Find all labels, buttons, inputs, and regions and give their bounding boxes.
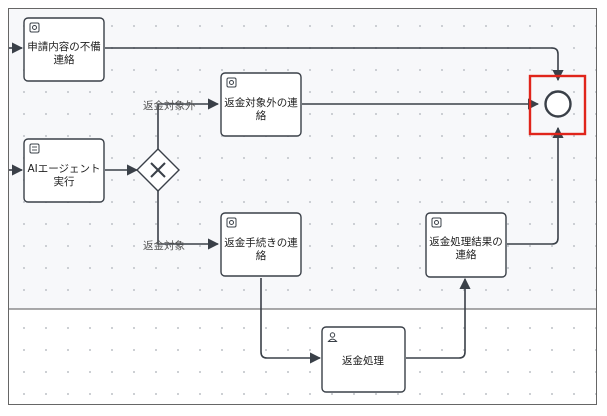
- flow-request-incomplete-to-end[interactable]: [105, 47, 564, 82]
- flow-refund-result-to-end[interactable]: [507, 126, 564, 245]
- flow-gateway-eligible[interactable]: [157, 191, 220, 250]
- task-refund-result-line2: 連絡: [456, 248, 477, 261]
- task-refund-processing-label: 返金処理: [342, 354, 384, 367]
- task-refund-result[interactable]: 返金処理結果の 連絡: [425, 212, 507, 278]
- gear-icon: [226, 77, 237, 88]
- gear-icon: [431, 217, 442, 228]
- flow-label-not-eligible: 返金対象外: [143, 99, 196, 112]
- task-refund-processing[interactable]: 返金処理: [321, 326, 406, 393]
- flow-refund-procedure-to-processing[interactable]: [260, 278, 322, 364]
- task-refund-result-line1: 返金処理結果の: [429, 235, 503, 248]
- task-not-eligible-line1: 返金対象外の連: [224, 96, 298, 109]
- task-ai-agent-line2: 実行: [54, 175, 75, 188]
- task-not-eligible-line2: 絡: [256, 109, 267, 122]
- user-icon: [327, 332, 338, 342]
- task-request-incomplete[interactable]: 申請内容の不備 連絡: [23, 17, 105, 82]
- flow-processing-to-refund-result[interactable]: [406, 277, 471, 359]
- script-icon: [29, 143, 40, 154]
- task-not-eligible[interactable]: 返金対象外の連 絡: [220, 72, 302, 137]
- task-ai-agent[interactable]: AIエージェント 実行: [23, 138, 105, 203]
- gear-icon: [226, 217, 237, 228]
- end-event[interactable]: [544, 90, 572, 118]
- task-ai-agent-line1: AIエージェント: [27, 163, 100, 175]
- task-refund-procedure[interactable]: 返金手続きの連 絡: [220, 212, 302, 277]
- diagram-frame: [8, 8, 597, 405]
- exclusive-gateway[interactable]: [136, 148, 180, 192]
- gear-icon: [29, 22, 40, 33]
- task-request-incomplete-line2: 連絡: [54, 53, 75, 66]
- flow-gateway-not-eligible[interactable]: [157, 98, 220, 149]
- close-icon: [150, 162, 166, 178]
- task-refund-procedure-line2: 絡: [256, 249, 267, 262]
- task-refund-procedure-line1: 返金手続きの連: [224, 236, 298, 249]
- task-request-incomplete-line1: 申請内容の不備: [27, 40, 101, 53]
- flow-label-eligible: 返金対象: [143, 239, 185, 252]
- highlight-box: [528, 74, 587, 136]
- lower-lane: [9, 309, 596, 404]
